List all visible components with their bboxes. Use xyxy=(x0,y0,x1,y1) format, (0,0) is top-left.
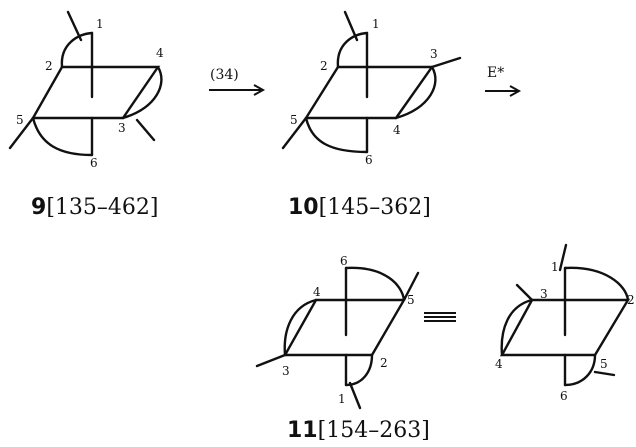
compound-number: 10 xyxy=(288,195,319,220)
arrow-head xyxy=(253,84,266,96)
structure-9: 1 2 3 4 5 6 xyxy=(8,10,164,170)
arc-top-11a xyxy=(344,266,406,302)
compound-code: [154–263] xyxy=(317,418,430,443)
substituent-5-10 xyxy=(281,116,308,150)
substituent-5-9 xyxy=(8,116,35,150)
atom-label: 3 xyxy=(118,121,126,135)
substituent-3-10 xyxy=(430,56,462,69)
structure-11-left: 1 2 3 4 5 6 xyxy=(255,254,420,410)
atom-label: 3 xyxy=(430,47,438,61)
compound-code: [135–462] xyxy=(46,195,159,220)
structure-10: 1 2 3 4 5 6 xyxy=(281,10,462,167)
substituent-1-11a xyxy=(348,381,362,410)
atom-label: 3 xyxy=(540,287,548,301)
arc-bottom-11a xyxy=(344,353,374,387)
atom-label: 2 xyxy=(627,293,635,307)
substituent-3-11b xyxy=(515,283,534,302)
atom-label: 3 xyxy=(282,364,290,378)
substituent-5-11b xyxy=(593,370,616,377)
atom-label: 4 xyxy=(156,46,164,60)
arc-left-11a xyxy=(283,298,318,357)
atom-label: 6 xyxy=(560,389,568,403)
substituent-3-9 xyxy=(135,118,156,142)
arrow-label: E* xyxy=(487,65,504,81)
arc-left-11b xyxy=(500,298,534,357)
substituent-3-11a xyxy=(255,353,287,368)
arc-bottom-11b xyxy=(563,353,597,387)
atom-label: 1 xyxy=(338,392,346,406)
arc-bottom-10 xyxy=(304,116,369,154)
compound-number: 11 xyxy=(287,418,318,443)
parallelogram-11a xyxy=(282,298,407,357)
caption-10: 10[145–362] xyxy=(288,195,431,220)
atom-label: 4 xyxy=(495,357,503,371)
structure-11-right: 1 2 3 4 5 6 xyxy=(495,243,635,403)
atom-label: 1 xyxy=(551,260,559,274)
atom-label: 1 xyxy=(96,17,104,31)
arc-top-9 xyxy=(60,31,94,69)
arrow-e-star: E* xyxy=(485,65,522,97)
substituent-1-11b xyxy=(558,243,568,272)
arc-right-9 xyxy=(121,65,163,120)
atom-label: 6 xyxy=(365,153,373,167)
arrow-head xyxy=(509,85,522,97)
arc-top-10 xyxy=(336,31,369,69)
substituent-1-9 xyxy=(66,10,83,42)
arrow-34: (34) xyxy=(209,67,266,96)
atom-label: 4 xyxy=(313,285,321,299)
substituent-1-10 xyxy=(343,10,359,42)
atom-label: 5 xyxy=(290,113,298,127)
arrow-label: (34) xyxy=(210,67,239,83)
atom-label: 2 xyxy=(320,59,328,73)
compound-code: [145–362] xyxy=(318,195,431,220)
atom-label: 1 xyxy=(372,17,380,31)
equivalence-symbol xyxy=(424,312,456,322)
atom-label: 5 xyxy=(407,293,415,307)
caption-9: 9[135–462] xyxy=(31,195,158,220)
atom-label: 2 xyxy=(45,59,53,73)
atom-label: 4 xyxy=(393,123,401,137)
atom-label: 5 xyxy=(600,357,608,371)
atom-label: 2 xyxy=(380,356,388,370)
atom-label: 5 xyxy=(16,113,24,127)
atom-label: 6 xyxy=(340,254,348,268)
atom-label: 6 xyxy=(90,156,98,170)
compound-number: 9 xyxy=(31,195,47,220)
arc-top-11b xyxy=(563,266,630,302)
caption-11: 11[154–263] xyxy=(287,418,430,443)
arc-right-10 xyxy=(394,65,437,120)
substituent-5-11a xyxy=(402,271,420,302)
arc-bottom-9 xyxy=(31,116,94,157)
